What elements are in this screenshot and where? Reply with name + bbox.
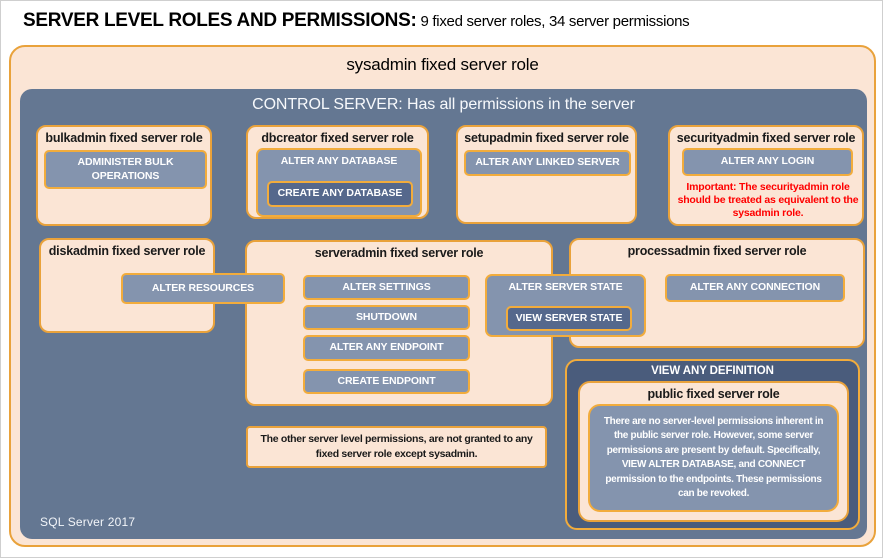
- permission-alter-server-state: ALTER SERVER STATE VIEW SERVER STATE: [485, 274, 646, 337]
- role-box-dbcreator: dbcreator fixed server role ALTER ANY DA…: [246, 125, 429, 219]
- other-permissions-note: The other server level permissions, are …: [246, 426, 547, 468]
- permission-create-endpoint: CREATE ENDPOINT: [303, 369, 470, 394]
- sql-server-version-label: SQL Server 2017: [40, 515, 136, 529]
- role-title-securityadmin: securityadmin fixed server role: [676, 131, 856, 145]
- role-title-processadmin: processadmin fixed server role: [627, 244, 807, 258]
- page-title-sub: 9 fixed server roles, 34 server permissi…: [420, 13, 690, 30]
- permission-alter-any-database: ALTER ANY DATABASE CREATE ANY DATABASE: [256, 148, 422, 217]
- role-title-serveradmin: serveradmin fixed server role: [314, 246, 484, 260]
- role-box-bulkadmin: bulkadmin fixed server role ADMINISTER B…: [36, 125, 212, 226]
- sysadmin-role-title: sysadmin fixed server role: [346, 55, 539, 74]
- permission-shutdown: SHUTDOWN: [303, 305, 470, 330]
- permission-alter-any-login: ALTER ANY LOGIN: [682, 148, 853, 176]
- control-server-box: CONTROL SERVER: Has all permissions in t…: [20, 89, 867, 539]
- permission-alter-any-endpoint: ALTER ANY ENDPOINT: [303, 335, 470, 361]
- permission-alter-any-connection: ALTER ANY CONNECTION: [665, 274, 845, 302]
- page-title: SERVER LEVEL ROLES AND PERMISSIONS:9 fix…: [23, 10, 690, 32]
- permission-alter-any-linked-server: ALTER ANY LINKED SERVER: [464, 150, 631, 176]
- permission-view-any-definition: VIEW ANY DEFINITION public fixed server …: [565, 359, 860, 530]
- control-server-title: CONTROL SERVER: Has all permissions in t…: [252, 96, 635, 113]
- role-title-setupadmin: setupadmin fixed server role: [464, 131, 629, 145]
- role-box-setupadmin: setupadmin fixed server role ALTER ANY L…: [456, 125, 637, 224]
- role-title-bulkadmin: bulkadmin fixed server role: [45, 131, 203, 145]
- page-title-main: SERVER LEVEL ROLES AND PERMISSIONS:: [23, 10, 417, 31]
- role-title-dbcreator: dbcreator fixed server role: [261, 131, 414, 145]
- sysadmin-role-box: sysadmin fixed server role CONTROL SERVE…: [9, 45, 876, 547]
- permission-view-server-state: VIEW SERVER STATE: [506, 306, 632, 331]
- role-title-diskadmin: diskadmin fixed server role: [48, 244, 206, 258]
- permission-view-any-definition-label: VIEW ANY DEFINITION: [651, 365, 774, 377]
- permission-alter-any-database-label: ALTER ANY DATABASE: [280, 155, 398, 167]
- permission-alter-settings: ALTER SETTINGS: [303, 275, 470, 300]
- permission-alter-server-state-label: ALTER SERVER STATE: [508, 281, 623, 293]
- permission-create-any-database: CREATE ANY DATABASE: [267, 181, 413, 207]
- permission-administer-bulk-operations: ADMINISTER BULK OPERATIONS: [44, 150, 207, 189]
- permission-alter-resources: ALTER RESOURCES: [121, 273, 285, 304]
- role-title-public: public fixed server role: [647, 387, 780, 401]
- public-role-description: There are no server-level permissions in…: [588, 404, 839, 512]
- role-box-public: public fixed server role There are no se…: [578, 381, 849, 522]
- role-box-securityadmin: securityadmin fixed server role ALTER AN…: [668, 125, 864, 226]
- securityadmin-warning-text: Important: The securityadmin role should…: [677, 181, 859, 220]
